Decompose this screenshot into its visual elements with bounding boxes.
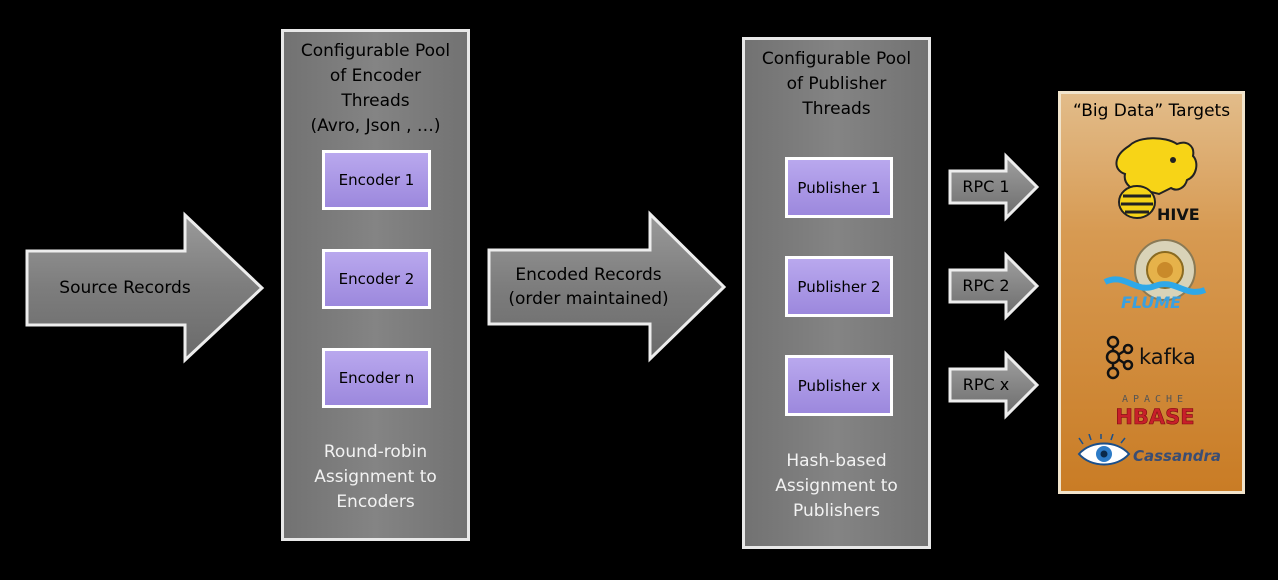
cassandra-icon: Cassandra: [1077, 433, 1221, 466]
encoder-pool-title-line: Threads: [341, 91, 410, 111]
publisher-pool-title-line: of Publisher: [786, 74, 887, 94]
rpc-label: RPC 2: [962, 276, 1010, 295]
encoder-pool-footer-line: Round-robin: [323, 442, 428, 462]
hbase-logo-text: HBASE: [1115, 405, 1194, 428]
encoder-thread: Encoder 2: [322, 249, 431, 309]
hive-icon: HIVE: [1115, 137, 1200, 224]
kafka-icon: kafka: [1105, 335, 1196, 380]
source-records-label: Source Records: [59, 278, 191, 298]
publisher-pool-title-line: Threads: [802, 99, 871, 119]
publisher-thread: Publisher 1: [785, 157, 893, 218]
publisher-pool-footer-line: Hash-based: [786, 451, 887, 471]
publisher-pool-footer-line: Publishers: [793, 501, 880, 521]
publisher-thread: Publisher x: [785, 355, 893, 416]
publisher-pool-footer: Hash-based Assignment to Publishers: [745, 449, 928, 524]
rpc-arrow-shape: [948, 350, 1040, 420]
encoder-pool-title-line: of Encoder: [329, 66, 422, 86]
publisher-pool-title-line: Configurable Pool: [761, 49, 912, 69]
rpc-arrow: RPC x: [948, 350, 1040, 420]
hbase-logo: APACHE HBASE: [1097, 392, 1213, 429]
encoder-pool-title-line: Configurable Pool: [300, 41, 451, 61]
rpc-label: RPC 1: [962, 177, 1010, 196]
targets-title: “Big Data” Targets: [1072, 101, 1231, 121]
rpc-arrow: RPC 2: [948, 251, 1040, 321]
rpc-arrow-shape: [948, 251, 1040, 321]
cassandra-logo-text: Cassandra: [1133, 447, 1221, 465]
kafka-logo: kafka: [1103, 334, 1213, 380]
kafka-logo-text: kafka: [1139, 345, 1196, 369]
cassandra-logo: Cassandra: [1077, 433, 1245, 474]
flume-logo-text: FLUME: [1121, 293, 1181, 312]
encoder-pool-footer: Round-robin Assignment to Encoders: [284, 440, 467, 515]
hbase-logo-apache: APACHE: [1122, 394, 1188, 405]
publisher-pool: Configurable Pool of Publisher Threads P…: [742, 37, 931, 549]
publisher-thread: Publisher 2: [785, 256, 893, 317]
source-arrow-shape: [25, 211, 265, 364]
encoder-pool-footer-line: Assignment to: [314, 467, 437, 487]
encoded-records-line: (order maintained): [508, 289, 669, 309]
encoded-records-arrow: Encoded Records (order maintained): [487, 210, 727, 363]
hive-logo: HIVE: [1099, 136, 1209, 224]
hive-logo-text: HIVE: [1157, 205, 1200, 224]
encoder-pool-title-line: (Avro, Json , …): [310, 116, 441, 136]
encoded-arrow-shape: [487, 210, 727, 363]
encoder-pool-footer-line: Encoders: [336, 492, 415, 512]
rpc-arrow-shape: [948, 152, 1040, 222]
encoder-thread: Encoder 1: [322, 150, 431, 210]
big-data-targets-panel: “Big Data” Targets HIVE FLUME: [1058, 91, 1245, 494]
flume-icon: FLUME: [1103, 239, 1207, 312]
hbase-icon: APACHE HBASE: [1115, 394, 1195, 429]
source-records-arrow: Source Records: [25, 211, 265, 364]
publisher-pool-footer-line: Assignment to: [775, 476, 898, 496]
rpc-arrow: RPC 1: [948, 152, 1040, 222]
publisher-pool-title: Configurable Pool of Publisher Threads: [745, 47, 928, 122]
encoder-thread: Encoder n: [322, 348, 431, 408]
encoder-pool: Configurable Pool of Encoder Threads (Av…: [281, 29, 470, 541]
rpc-label: RPC x: [962, 375, 1010, 394]
encoded-records-label: Encoded Records (order maintained): [487, 250, 690, 324]
encoded-records-line: Encoded Records: [515, 265, 662, 285]
flume-logo: FLUME: [1095, 232, 1211, 312]
encoder-pool-title: Configurable Pool of Encoder Threads (Av…: [284, 39, 467, 139]
